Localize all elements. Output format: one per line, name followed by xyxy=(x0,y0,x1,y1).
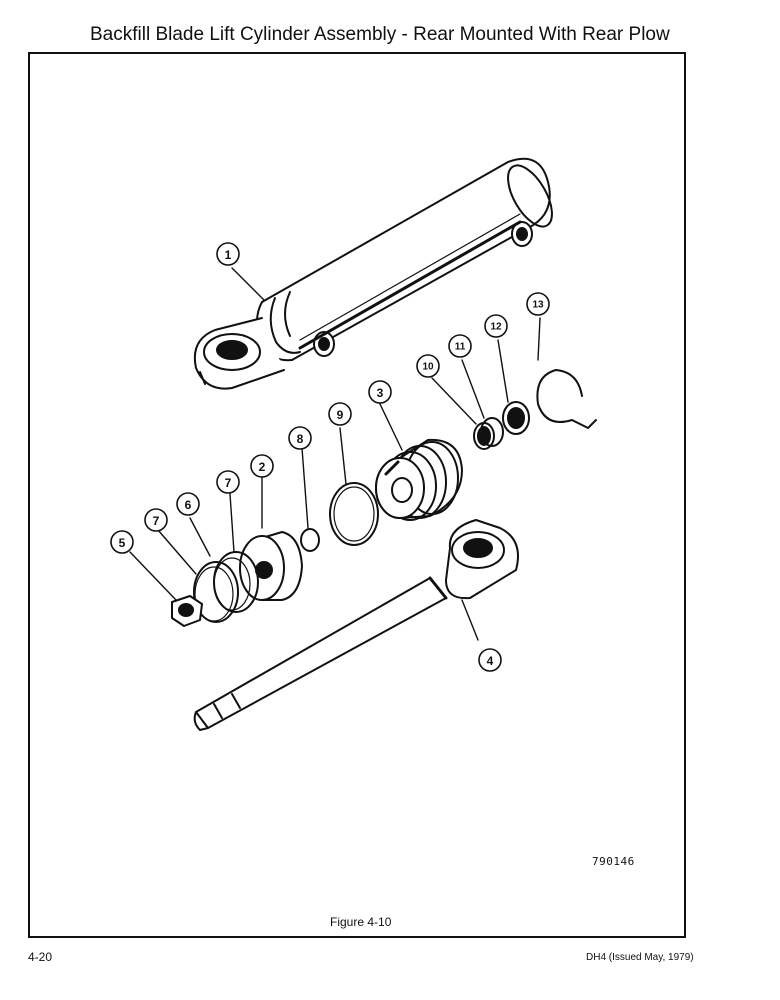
callout-6-label: 6 xyxy=(185,498,192,512)
o-ring-large-part xyxy=(329,482,379,546)
piston-part xyxy=(375,438,463,521)
callout-1-label: 1 xyxy=(225,248,232,262)
figure-caption: Figure 4-10 xyxy=(330,915,392,929)
callout-2-label: 2 xyxy=(259,460,266,474)
drawing-number: 790146 xyxy=(592,855,635,868)
callout-7a-label: 7 xyxy=(153,514,160,528)
callout-9-label: 9 xyxy=(337,408,344,422)
callout-10-label: 10 xyxy=(422,362,434,373)
figure-frame xyxy=(28,52,686,938)
rod-bushing-part xyxy=(502,401,530,435)
callout-11-label: 11 xyxy=(455,342,466,353)
callout-5-label: 5 xyxy=(119,536,126,550)
lock-nut-part xyxy=(171,595,203,627)
callout-7b-label: 7 xyxy=(225,476,232,490)
callout-8-label: 8 xyxy=(297,432,304,446)
callout-12-label: 12 xyxy=(490,322,502,333)
cylinder-barrel-part xyxy=(193,157,553,390)
page-title: Backfill Blade Lift Cylinder Assembly - … xyxy=(90,24,670,45)
rod-wiper-part xyxy=(480,417,504,447)
document-id: DH4 (Issued May, 1979) xyxy=(586,952,694,963)
back-up-ring-part xyxy=(193,561,239,623)
piston-rod-part xyxy=(193,519,519,731)
callout-3-label: 3 xyxy=(377,386,384,400)
snap-ring-part xyxy=(536,369,597,429)
callout-4-label: 4 xyxy=(487,654,494,668)
page-number: 4-20 xyxy=(28,950,53,964)
o-ring-small-part xyxy=(300,528,320,552)
callout-13-label: 13 xyxy=(532,300,544,311)
head-gland-part xyxy=(239,531,303,601)
